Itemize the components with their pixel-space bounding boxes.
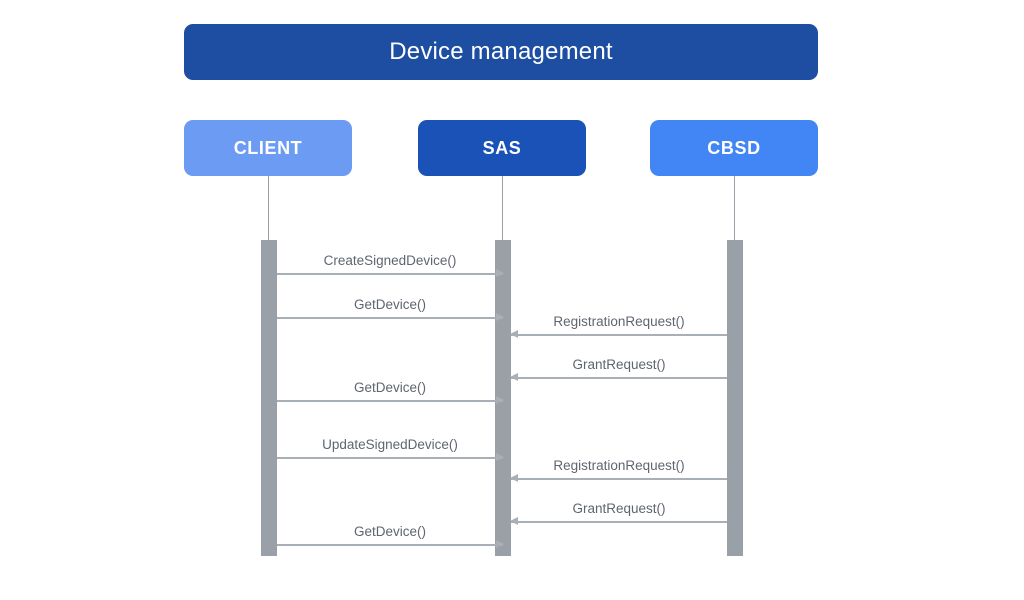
message-label: UpdateSignedDevice() <box>322 436 458 452</box>
actor-box-cbsd[interactable]: CBSD <box>650 120 818 176</box>
diagram-title-bar: Device management <box>184 24 818 80</box>
message-label: GetDevice() <box>353 523 426 539</box>
message-line <box>511 478 727 480</box>
arrow-left-icon <box>510 373 518 381</box>
message-line <box>277 544 503 546</box>
actor-box-sas[interactable]: SAS <box>418 120 586 176</box>
actor-box-client[interactable]: CLIENT <box>184 120 352 176</box>
message-line <box>511 521 727 523</box>
message-line <box>277 457 503 459</box>
arrow-left-icon <box>510 474 518 482</box>
message-label: GetDevice() <box>353 379 426 395</box>
arrow-right-icon <box>496 396 504 404</box>
actor-label-cbsd: CBSD <box>707 138 761 158</box>
message-label: RegistrationRequest() <box>553 457 685 473</box>
arrow-right-icon <box>496 269 504 277</box>
message-label: RegistrationRequest() <box>553 313 685 329</box>
message-line <box>277 273 503 275</box>
arrow-left-icon <box>510 330 518 338</box>
message-label: GrantRequest() <box>572 500 666 516</box>
message-label: GrantRequest() <box>572 356 666 372</box>
message-label: CreateSignedDevice() <box>323 252 457 268</box>
activation-bar-cbsd <box>727 240 743 556</box>
message-label: GetDevice() <box>353 296 426 312</box>
arrow-right-icon <box>496 540 504 548</box>
lifeline-cbsd <box>733 176 735 240</box>
lifeline-client <box>267 176 269 240</box>
message-line <box>277 400 503 402</box>
actor-label-client: CLIENT <box>233 138 303 158</box>
arrow-right-icon <box>496 453 504 461</box>
lifeline-sas <box>501 176 503 240</box>
page-title: Device management <box>389 38 613 65</box>
message-line <box>277 317 503 319</box>
message-line <box>511 377 727 379</box>
message-line <box>511 334 727 336</box>
activation-bar-client <box>261 240 277 556</box>
arrow-left-icon <box>510 517 518 525</box>
actor-label-sas: SAS <box>482 138 522 158</box>
arrow-right-icon <box>496 313 504 321</box>
